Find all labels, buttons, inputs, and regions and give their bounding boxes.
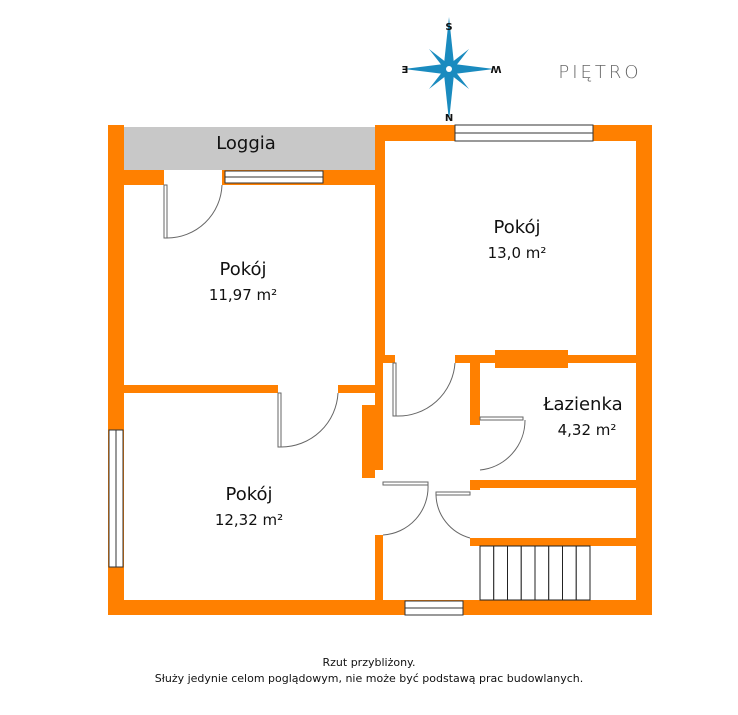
compass-rose-icon [404,17,494,121]
disclaimer-line-1: Rzut przybliżony. [322,656,416,669]
loggia-area [124,127,375,170]
room-name-lazienka: Łazienka [542,394,622,415]
room-name-pokoj-1: Pokój [219,259,266,280]
stair-step [548,545,563,601]
room-labels: Loggia Pokój 11,97 m² Pokój 13,0 m² Łazi… [209,133,623,529]
stair-step [507,545,522,601]
stair-step [493,545,508,601]
windows [108,124,594,616]
room-area-pokoj-1: 11,97 m² [209,286,277,304]
walls [108,125,652,615]
room-name-loggia: Loggia [216,133,276,154]
compass-south: S [445,22,452,33]
stair-step [575,545,591,601]
stair-step [534,545,550,601]
compass-east: E [401,65,408,76]
doors [163,184,526,539]
compass-north: N [445,113,453,124]
compass-west: W [490,63,501,74]
floor-title: PIĘTRO [558,62,641,83]
disclaimer-line-2: Służy jedynie celom poglądowym, nie może… [154,672,584,685]
room-name-pokoj-3: Pokój [225,484,272,505]
stair-step [520,545,536,601]
stairs [479,545,591,601]
room-area-pokoj-2: 13,0 m² [488,244,547,262]
room-area-lazienka: 4,32 m² [558,421,617,439]
stair-step [479,545,495,601]
stair-step [562,545,577,601]
room-area-pokoj-3: 12,32 m² [215,511,283,529]
room-name-pokoj-2: Pokój [493,217,540,238]
